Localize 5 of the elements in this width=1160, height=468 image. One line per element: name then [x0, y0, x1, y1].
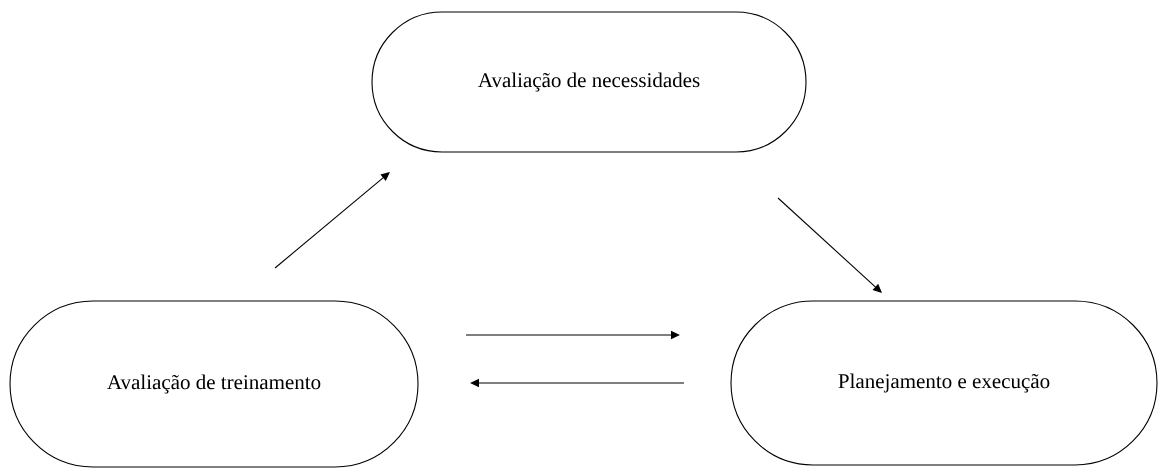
process-box: Planejamento e execução: [730, 300, 1158, 466]
process-box: Avaliação de necessidades: [371, 11, 807, 153]
arrow: [274, 172, 390, 269]
arrow: [777, 197, 882, 293]
process-box: Avaliação de treinamento: [9, 300, 419, 468]
